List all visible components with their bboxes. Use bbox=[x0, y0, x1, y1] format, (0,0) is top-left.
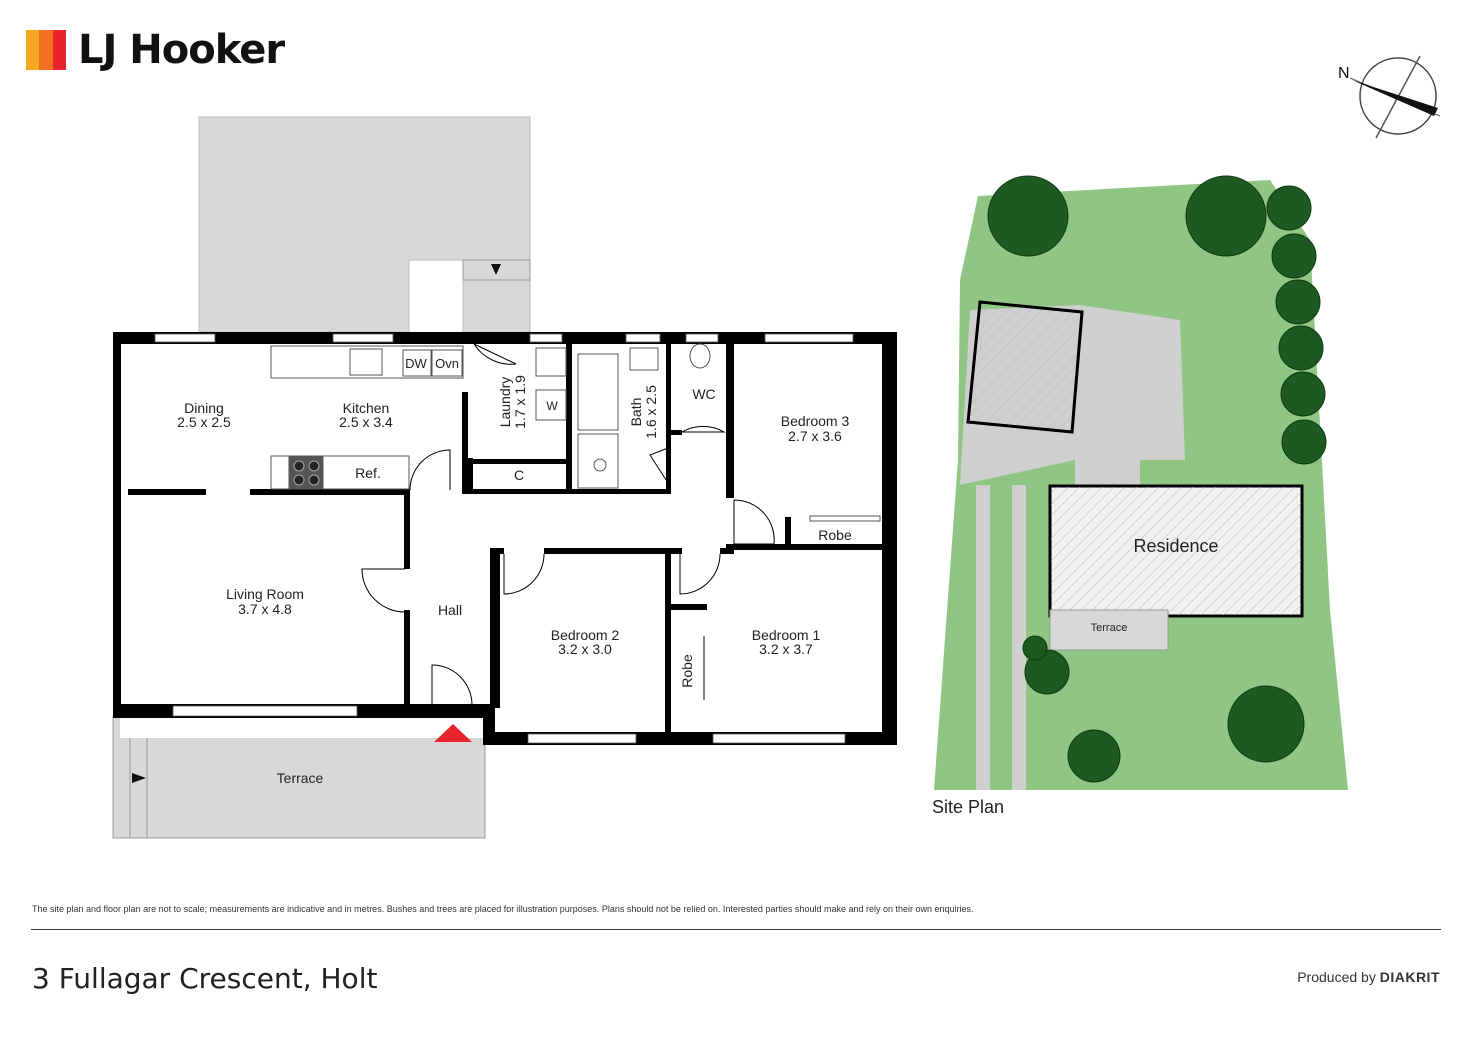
site-terrace-label: Terrace bbox=[1091, 622, 1128, 634]
room-robe3-name: Robe bbox=[818, 527, 852, 543]
tree bbox=[1227, 685, 1305, 763]
washer-label: W bbox=[546, 399, 558, 413]
site-plan-title: Site Plan bbox=[932, 797, 1004, 817]
windows bbox=[154, 333, 854, 744]
footer-divider bbox=[31, 929, 1441, 930]
oven-label: Ovn bbox=[435, 356, 459, 371]
logo-bar-yellow bbox=[26, 30, 40, 70]
logo-bar-orange bbox=[39, 30, 53, 70]
room-bath-size: 1.6 x 2.5 bbox=[643, 385, 659, 439]
room-hall-name: Hall bbox=[438, 602, 462, 618]
brand-logo: LJ Hooker bbox=[26, 24, 285, 76]
producer-credit: Produced by DIAKRIT bbox=[1297, 969, 1440, 985]
room-robe1-name: Robe bbox=[679, 654, 695, 688]
tree bbox=[1280, 371, 1326, 417]
compass-ring bbox=[1359, 57, 1437, 135]
kitchen-fixtures bbox=[270, 343, 881, 522]
producer-name: DIAKRIT bbox=[1379, 969, 1440, 985]
carport-step bbox=[462, 259, 531, 281]
tree bbox=[1271, 233, 1317, 279]
compass-needle bbox=[1352, 80, 1438, 116]
disclaimer-text: The site plan and floor plan are not to … bbox=[32, 904, 974, 914]
room-laundry-size: 1.7 x 1.9 bbox=[512, 375, 528, 429]
logo-bar-red bbox=[52, 30, 66, 70]
room-bedroom3-size: 2.7 x 3.6 bbox=[788, 428, 842, 444]
room-bedroom1-name: Bedroom 1 bbox=[752, 627, 821, 643]
produced-by-label: Produced by bbox=[1297, 969, 1376, 985]
house-floor bbox=[120, 338, 890, 738]
property-address: 3 Fullagar Crescent, Holt bbox=[32, 962, 378, 995]
room-bedroom2-size: 3.2 x 3.0 bbox=[558, 641, 612, 657]
tree bbox=[1185, 175, 1267, 257]
room-wc-name: WC bbox=[692, 386, 715, 402]
site-path bbox=[976, 485, 990, 790]
room-bedroom2-name: Bedroom 2 bbox=[551, 627, 620, 643]
tree bbox=[1022, 635, 1048, 661]
room-bedroom1-size: 3.2 x 3.7 bbox=[759, 641, 813, 657]
site-plan: Residence Terrace Site Plan bbox=[932, 175, 1348, 817]
site-path bbox=[1012, 485, 1026, 790]
room-terrace-name: Terrace bbox=[277, 770, 324, 786]
tree bbox=[1266, 185, 1312, 231]
room-dining-name: Dining bbox=[184, 400, 224, 416]
room-living-name: Living Room bbox=[226, 586, 304, 602]
floor-plan: DW Ovn Ref. W Dining 2.5 x 2.5 Kitchen 2… bbox=[112, 116, 897, 839]
room-bath-name: Bath bbox=[628, 398, 644, 427]
site-carport bbox=[966, 300, 1084, 434]
room-living-size: 3.7 x 4.8 bbox=[238, 601, 292, 617]
room-bedroom3-name: Bedroom 3 bbox=[781, 413, 850, 429]
room-kitchen-size: 2.5 x 3.4 bbox=[339, 414, 393, 430]
compass: N bbox=[1338, 55, 1441, 139]
carport-area bbox=[198, 116, 531, 333]
fridge-label: Ref. bbox=[355, 465, 381, 481]
tree bbox=[1281, 419, 1327, 465]
tree bbox=[1275, 279, 1321, 325]
room-dining-size: 2.5 x 2.5 bbox=[177, 414, 231, 430]
tree bbox=[1278, 325, 1324, 371]
dishwasher-label: DW bbox=[405, 356, 427, 371]
room-kitchen-name: Kitchen bbox=[343, 400, 390, 416]
terrace-entry-arrow bbox=[132, 773, 146, 783]
tree bbox=[987, 175, 1069, 257]
main-entry-marker bbox=[434, 724, 472, 742]
site-terrace bbox=[1049, 609, 1169, 651]
logo-mark bbox=[26, 30, 66, 70]
site-residence-hatch bbox=[1051, 487, 1301, 615]
interior-walls bbox=[128, 344, 884, 742]
carport-entry-arrow bbox=[491, 264, 501, 275]
site-residence-label: Residence bbox=[1133, 536, 1218, 556]
tree bbox=[1067, 729, 1121, 783]
room-cupboard-name: C bbox=[514, 467, 524, 483]
brand-name: LJ Hooker bbox=[78, 27, 285, 73]
room-laundry-name: Laundry bbox=[497, 377, 513, 428]
compass-north-label: N bbox=[1338, 65, 1350, 82]
doors bbox=[361, 343, 775, 706]
site-trees bbox=[987, 175, 1327, 783]
